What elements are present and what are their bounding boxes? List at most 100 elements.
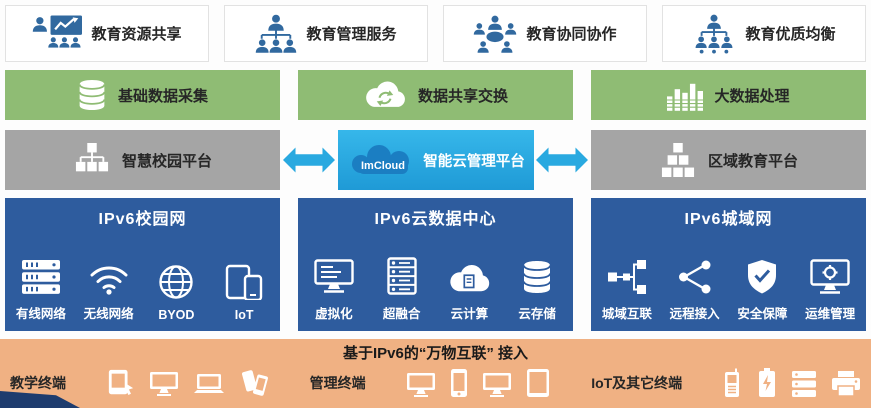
network-topology-icon	[73, 143, 111, 177]
app-label: 教育管理服务	[306, 26, 397, 43]
database-cylinder-icon	[521, 259, 553, 295]
infrastructure-layer: IPv6校园网 有线网络	[5, 198, 866, 331]
monitor-icon	[314, 259, 354, 295]
data-label: 数据共享交换	[417, 87, 508, 105]
application-layer: 教育资源共享 教育管理服务	[5, 5, 866, 62]
double-arrow-icon	[282, 147, 335, 173]
laptop-icon	[193, 374, 224, 393]
database-icon	[77, 78, 107, 112]
terminal-group-label-iot: IoT及其它终端	[591, 375, 683, 391]
management-terminal-icons	[406, 368, 550, 398]
infra-items: 虚拟化 超融合	[300, 233, 571, 322]
infra-title: IPv6校园网	[98, 211, 187, 228]
app-label: 教育优质均衡	[745, 26, 836, 43]
collaboration-circle-icon	[473, 15, 517, 53]
infra-title: IPv6云数据中心	[374, 211, 497, 228]
people-tree-icon	[692, 14, 736, 54]
wifi-icon	[89, 263, 129, 295]
terminal-group-label-management: 管理终端	[309, 375, 366, 391]
terminal-group-label-teaching: 教学终端	[10, 375, 66, 391]
printer-icon	[831, 371, 860, 397]
infra-item-label: 安全保障	[737, 307, 788, 321]
monitor-gear-icon	[810, 259, 850, 295]
arrow-cell-right	[534, 147, 592, 173]
infra-item-label: BYOD	[158, 308, 195, 322]
infra-item-security: 安全保障	[729, 233, 797, 322]
data-box-exchange: 数据共享交换	[298, 70, 573, 120]
tablet-touch-icon	[108, 369, 133, 395]
cloud-platform-label: 智能云管理平台	[423, 153, 525, 170]
data-label: 基础数据采集	[117, 87, 208, 105]
platform-box-region: 区域教育平台	[591, 130, 866, 190]
platform-label: 区域教育平台	[708, 152, 799, 170]
infra-item-wireless: 无线网络	[75, 233, 143, 322]
globe-icon	[158, 264, 194, 300]
terminal-layer: 基于IPv6的“万物互联” 接入 教学终端	[0, 339, 871, 408]
infra-item-label: 城域互联	[601, 307, 652, 321]
infra-item-label: 超融合	[382, 307, 421, 321]
tablet-icon	[527, 369, 550, 397]
app-label: 教育资源共享	[91, 26, 182, 43]
infra-item-label: IoT	[234, 308, 254, 322]
terminal-band-title: 基于IPv6的“万物互联” 接入	[342, 345, 529, 362]
infra-item-hyperconverged: 超融合	[368, 233, 436, 322]
monitor-icon	[407, 373, 436, 397]
data-layer: 基础数据采集 数据共享交换	[5, 70, 866, 120]
infra-item-label: 无线网络	[83, 307, 134, 321]
shield-icon	[746, 259, 778, 295]
server-mini-icon	[791, 371, 816, 397]
infra-item-ops: 运维管理	[796, 233, 864, 322]
desktop-icon	[483, 373, 512, 397]
app-box-quality-balance: 教育优质均衡	[662, 5, 866, 62]
infra-item-label: 运维管理	[805, 307, 856, 321]
infra-items: 有线网络 无线网络	[7, 233, 278, 322]
imcloud-logo: ImCloud	[352, 145, 410, 174]
data-label: 大数据处理	[714, 87, 790, 105]
infra-item-virtualization: 虚拟化	[300, 233, 368, 322]
server-stack-icon	[386, 257, 417, 295]
charging-station-icon	[758, 368, 775, 397]
wired-network-icon	[21, 259, 61, 295]
platform-label: 智慧校园平台	[121, 152, 212, 170]
infra-box-metro-network: IPv6城域网 城域互联	[591, 198, 866, 331]
bar-chart-icon	[667, 80, 704, 111]
infra-item-iot: IoT	[210, 233, 278, 322]
cloud-document-icon	[447, 263, 491, 295]
infra-item-byod: BYOD	[143, 233, 211, 322]
cloud-sync-icon	[363, 79, 407, 111]
infra-box-campus-network: IPv6校园网 有线网络	[5, 198, 280, 331]
app-box-management-service: 教育管理服务	[224, 5, 428, 62]
infra-item-label: 虚拟化	[315, 307, 353, 321]
platform-box-campus: 智慧校园平台	[5, 130, 280, 190]
infra-item-wired: 有线网络	[7, 233, 75, 322]
infra-item-label: 云存储	[518, 307, 556, 321]
app-box-resource-sharing: 教育资源共享	[5, 5, 209, 62]
imcloud-platform-box: ImCloud 智能云管理平台	[337, 130, 534, 190]
presentation-board-icon	[32, 14, 83, 53]
app-label: 教育协同协作	[526, 26, 617, 43]
platform-layer: 智慧校园平台 ImCloud 智能云管理平台	[5, 130, 866, 190]
terminal-groups: 教学终端	[0, 363, 871, 408]
mobile-devices-icon	[225, 264, 263, 300]
infra-item-cloud-storage: 云存储	[503, 233, 571, 322]
data-box-bigdata: 大数据处理	[591, 70, 866, 120]
infra-item-label: 远程接入	[669, 307, 720, 321]
infra-item-label: 云计算	[450, 307, 489, 321]
infra-title: IPv6城域网	[684, 211, 773, 228]
app-box-collaboration: 教育协同协作	[443, 5, 647, 62]
smartphone-icon	[451, 369, 468, 397]
building-blocks-icon	[659, 143, 697, 177]
double-arrow-icon	[536, 147, 589, 173]
iot-terminal-icons	[723, 368, 861, 398]
share-nodes-icon	[677, 259, 713, 295]
imcloud-brand-text: ImCloud	[361, 160, 405, 172]
phones-icon	[241, 370, 268, 396]
infra-items: 城域互联 远程接入	[593, 233, 864, 322]
handheld-terminal-icon	[724, 368, 739, 397]
infra-item-cloud-computing: 云计算	[436, 233, 504, 322]
teaching-terminal-icons	[107, 369, 269, 397]
infra-item-label: 有线网络	[15, 307, 66, 321]
arrow-cell-left	[280, 147, 338, 173]
org-hierarchy-icon	[255, 14, 297, 54]
